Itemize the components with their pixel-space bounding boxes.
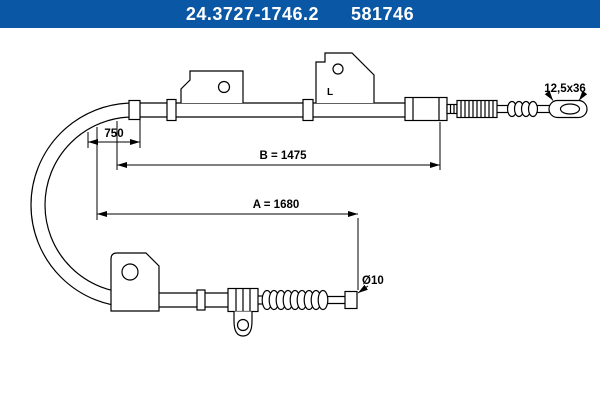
threaded-rod (446, 103, 458, 115)
diameter-label: Ø10 (362, 275, 384, 287)
eyelet-size-label: 12,5x36 (544, 83, 586, 95)
cable-ferrule-bottom (227, 287, 259, 337)
bracket-1-hole (217, 80, 231, 94)
mounting-bracket-3 (110, 252, 160, 312)
bottom-collar (196, 289, 206, 311)
bracket-marking-l: L (327, 87, 333, 98)
loop-outer-edge (30, 102, 134, 308)
adjuster-sleeve (404, 96, 448, 122)
reference-number: 581746 (351, 3, 415, 24)
coil-4 (527, 100, 539, 118)
bracket-3-hole (121, 263, 139, 281)
dim-a-label: A = 1680 (253, 199, 300, 211)
cable-collar-1 (166, 98, 177, 122)
eyelet-end (548, 99, 588, 119)
dim-750-label: 750 (104, 128, 123, 140)
end-block (344, 290, 358, 310)
dimension-eyelet (544, 90, 588, 101)
loop-inner-edge (44, 116, 134, 294)
adjuster-assembly (404, 96, 550, 122)
bottom-end-fitting (327, 290, 358, 310)
cable-collar-2 (302, 98, 314, 122)
mounting-bracket-2 (315, 52, 375, 103)
left-loop (30, 102, 134, 308)
header-bar: 24.3727-1746.2 581746 (0, 0, 600, 28)
top-cable (128, 98, 405, 122)
dim-b-label: B = 1475 (260, 150, 308, 162)
diameter-leader (357, 284, 369, 294)
bracket-2-hole (332, 63, 344, 75)
dimension-a (96, 127, 359, 290)
boot-spring (258, 289, 329, 311)
tab-hole (236, 318, 250, 332)
eyelet-hole (559, 103, 581, 115)
mounting-bracket-1 (180, 70, 244, 103)
dimension-b (116, 121, 441, 170)
cable-end-cap (128, 99, 141, 121)
part-number: 24.3727-1746.2 (185, 3, 320, 24)
